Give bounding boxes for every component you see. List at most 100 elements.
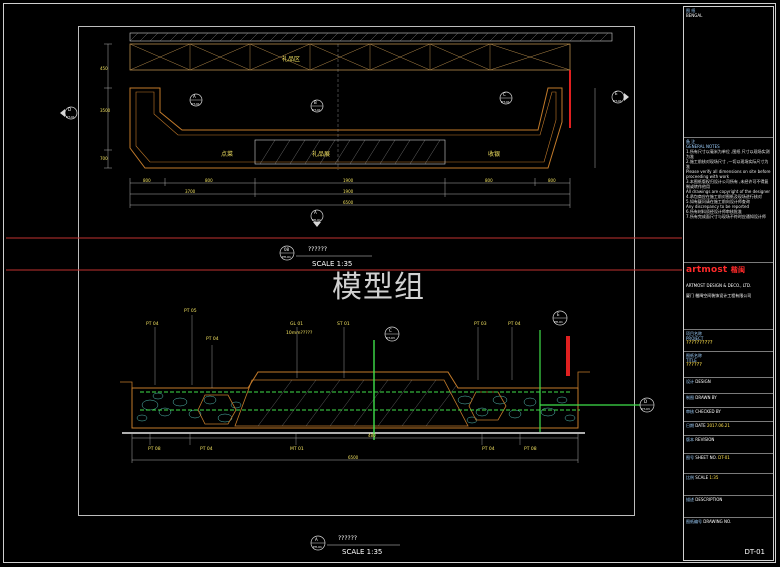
company-block: artmost 楷闽 ARTMOST DESIGN & DECO., LTD. … [684, 262, 773, 302]
detail-marker-e: E PH-01 [552, 310, 568, 326]
ceiling-hatch [129, 32, 609, 42]
dim-text: 1900 [343, 189, 354, 194]
tb-row: 审核 CHECKED BY [684, 407, 773, 421]
dim-text: 700 [100, 156, 108, 161]
dimension-lines [104, 43, 596, 208]
dim-text: 800 [205, 178, 213, 183]
project-name: ?????????? [686, 340, 713, 346]
label-gift-area: 礼品区 [282, 55, 300, 63]
elevation-marker: B DT-01 [310, 99, 324, 113]
dim-text: 450 [100, 66, 108, 71]
leader-lines-top [149, 315, 521, 445]
tb-key: 制图 [686, 395, 694, 400]
tb-row: 日期 DATE 2017.06.21 [684, 421, 773, 435]
tb-row: 比例 SCALE 1:35 [684, 473, 773, 495]
dim-text: 800 [485, 178, 493, 183]
tb-date: 2017.06.21 [706, 423, 730, 428]
tb-key: 图纸编号 [686, 519, 702, 524]
marker-label: A [193, 94, 196, 99]
tb-value: BENGAL [686, 13, 703, 18]
marker-sheet: DT-03 [641, 407, 650, 411]
counter-top-edge [120, 371, 590, 388]
drawing-area [78, 26, 635, 516]
tb-row: 设计 DESIGN [684, 377, 773, 393]
material-tag: PT 04 [482, 446, 495, 452]
material-tag: ST 01 [337, 321, 350, 327]
section-dim-text: 480 [368, 433, 376, 438]
material-tag: MT 01 [290, 446, 304, 452]
title-marker-sheet: PH-01 [313, 545, 322, 549]
tb-key: 审核 [686, 409, 694, 414]
title-block: 图 纸 BENGAL 备 注 GENERAL NOTES 1.所有尺寸以毫米为单… [683, 6, 774, 561]
tb-key-en: TITLE [686, 358, 697, 363]
brand-name-cn: 楷闽 [730, 266, 746, 274]
tb-sheet: DT-01 [718, 455, 730, 460]
marker-label: D [68, 107, 71, 112]
dim-text: 3500 [100, 108, 111, 113]
marker-sheet: DT-01 [191, 102, 200, 106]
tb-scale: 1:35 [709, 475, 719, 480]
marker-sheet: DT-01 [312, 108, 321, 112]
elevation-marker: C DT-01 [499, 91, 513, 105]
dim-text: 800 [143, 178, 151, 183]
tb-key-en: DESIGN [695, 379, 711, 384]
notes-heading: 备 注 [686, 139, 696, 144]
tb-key: 图号 [686, 455, 694, 460]
tb-key-en: CHECKED BY [695, 409, 721, 414]
marker-label: E [557, 312, 560, 317]
notes-text: 1.所有尺寸以毫米为单位 ,图纸 尺寸以现场实测为准 2.施工前核对现场尺寸 ,… [686, 149, 771, 219]
drawing-name: ?????? [686, 362, 702, 368]
tb-key-en: PROJECT [686, 336, 704, 341]
elevation-marker-bottom: A PH-01 [310, 209, 324, 227]
watermark: 模型组 [332, 270, 425, 305]
tb-row: 图号 SHEET NO. DT-01 [684, 453, 773, 473]
counter-inner-outline [135, 91, 557, 163]
tb-key: 版本 [686, 437, 694, 442]
green-section-lines [140, 391, 580, 411]
tb-key: 比例 [686, 475, 694, 480]
marker-sheet: DT-01 [613, 99, 622, 103]
marker-sheet: DT-01 [501, 100, 510, 104]
company-logo: artmost 楷闽 [686, 265, 746, 275]
ceiling-hatch-band [129, 32, 613, 42]
marker-label: C [503, 92, 506, 97]
tb-row: 版本 REVISION [684, 435, 773, 453]
section-dim-total: 6500 [348, 455, 359, 460]
tb-row: 描述 DESCRIPTION [684, 495, 773, 517]
stone-texture-right [457, 395, 576, 424]
dim-text: 1900 [343, 178, 354, 183]
detail-marker-c: C DT-03 [384, 326, 400, 342]
top-view-title-marker: 08 PH-01 [279, 245, 295, 261]
notes-heading-en: GENERAL NOTES [686, 144, 720, 149]
marker-label: E [615, 91, 618, 96]
glass-hatch [259, 139, 441, 165]
section-scale: SCALE 1:35 [342, 548, 382, 556]
material-tag: PT 04 [508, 321, 521, 327]
project-block: 项目名称 PROJECT ?????????? [684, 329, 773, 351]
company-name-cn: 厦门 楷闽空间装饰设计工程有限公司 [686, 293, 752, 298]
dim-text: 800 [548, 178, 556, 183]
material-tag: PT 03 [474, 321, 487, 327]
brand-name: artmost [686, 265, 728, 275]
material-tag: PT 08 [148, 446, 161, 452]
red-accent-section [566, 336, 570, 376]
material-tag: PT 04 [206, 336, 219, 342]
detail-marker-d: D DT-03 [639, 397, 655, 413]
material-tag: PT 04 [200, 446, 213, 452]
tb-key: 图 纸 [686, 8, 696, 13]
title-marker-num: A [315, 537, 318, 542]
label-point: 点菜 [221, 150, 233, 158]
tb-key-en: DATE [695, 423, 706, 428]
section-subtitle: 10mm????? [286, 330, 313, 336]
title-block-header: 图 纸 BENGAL [684, 7, 773, 137]
material-tag: GL 01 [290, 321, 303, 327]
tb-drawing-number: 图纸编号 DRAWING NO. DT-01 [684, 517, 773, 561]
tb-key-en: DESCRIPTION [695, 497, 723, 502]
top-view-title: ?????? [308, 246, 327, 253]
tb-key-en: SCALE [695, 475, 709, 480]
title-marker-sheet: PH-01 [282, 255, 291, 259]
drawing-title-block: 图纸名称 TITLE ?????? [684, 351, 773, 377]
elevation-marker-right: E DT-01 [611, 90, 629, 104]
top-view-scale: SCALE 1:35 [312, 260, 352, 268]
